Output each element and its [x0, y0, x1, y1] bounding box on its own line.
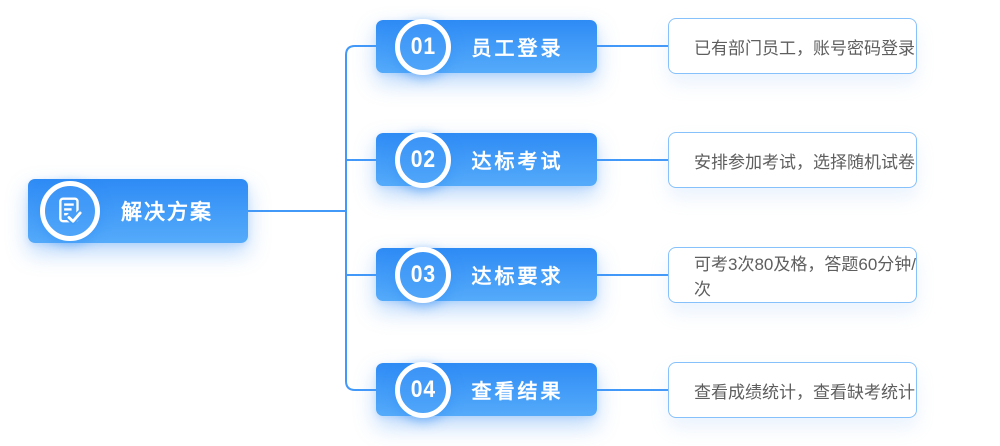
- root-node-label: 解决方案: [121, 201, 213, 224]
- root-node-solution: 解决方案: [28, 179, 248, 243]
- step-2-description-card: 安排参加考试，选择随机试卷: [668, 132, 917, 188]
- step-1-label: 员工登录: [471, 38, 564, 60]
- step-1-description: 已有部门员工，账号密码登录: [694, 38, 915, 58]
- step-3-label: 达标要求: [471, 266, 564, 288]
- step-node-1: 01 员工登录: [376, 18, 597, 75]
- step-1-number: 01: [410, 32, 436, 60]
- root-icon-circle: [40, 181, 100, 241]
- step-4-description-card: 查看成绩统计，查看缺考统计: [668, 362, 917, 418]
- step-3-number: 03: [410, 260, 436, 288]
- step-3-description-card: 可考3次80及格，答题60分钟/次: [668, 247, 917, 303]
- step-node-3: 03 达标要求: [376, 246, 597, 303]
- step-node-2: 02 达标考试: [376, 131, 597, 188]
- step-2-number-circle: 02: [395, 131, 451, 188]
- step-3-description: 可考3次80及格，答题60分钟/次: [694, 255, 916, 299]
- trunk-line: [345, 45, 376, 391]
- step-node-4: 04 查看结果: [376, 361, 597, 418]
- step-2-label: 达标考试: [471, 151, 564, 173]
- step-2-description: 安排参加考试，选择随机试卷: [694, 152, 915, 172]
- step-4-label: 查看结果: [471, 381, 564, 403]
- step-3-number-circle: 03: [395, 246, 451, 303]
- document-check-icon: [57, 196, 83, 226]
- step-4-number: 04: [410, 375, 436, 403]
- step-1-description-card: 已有部门员工，账号密码登录: [668, 18, 917, 74]
- step-1-number-circle: 01: [395, 18, 451, 75]
- step-4-number-circle: 04: [395, 361, 451, 418]
- step-2-number: 02: [410, 145, 436, 173]
- step-4-description: 查看成绩统计，查看缺考统计: [694, 382, 915, 402]
